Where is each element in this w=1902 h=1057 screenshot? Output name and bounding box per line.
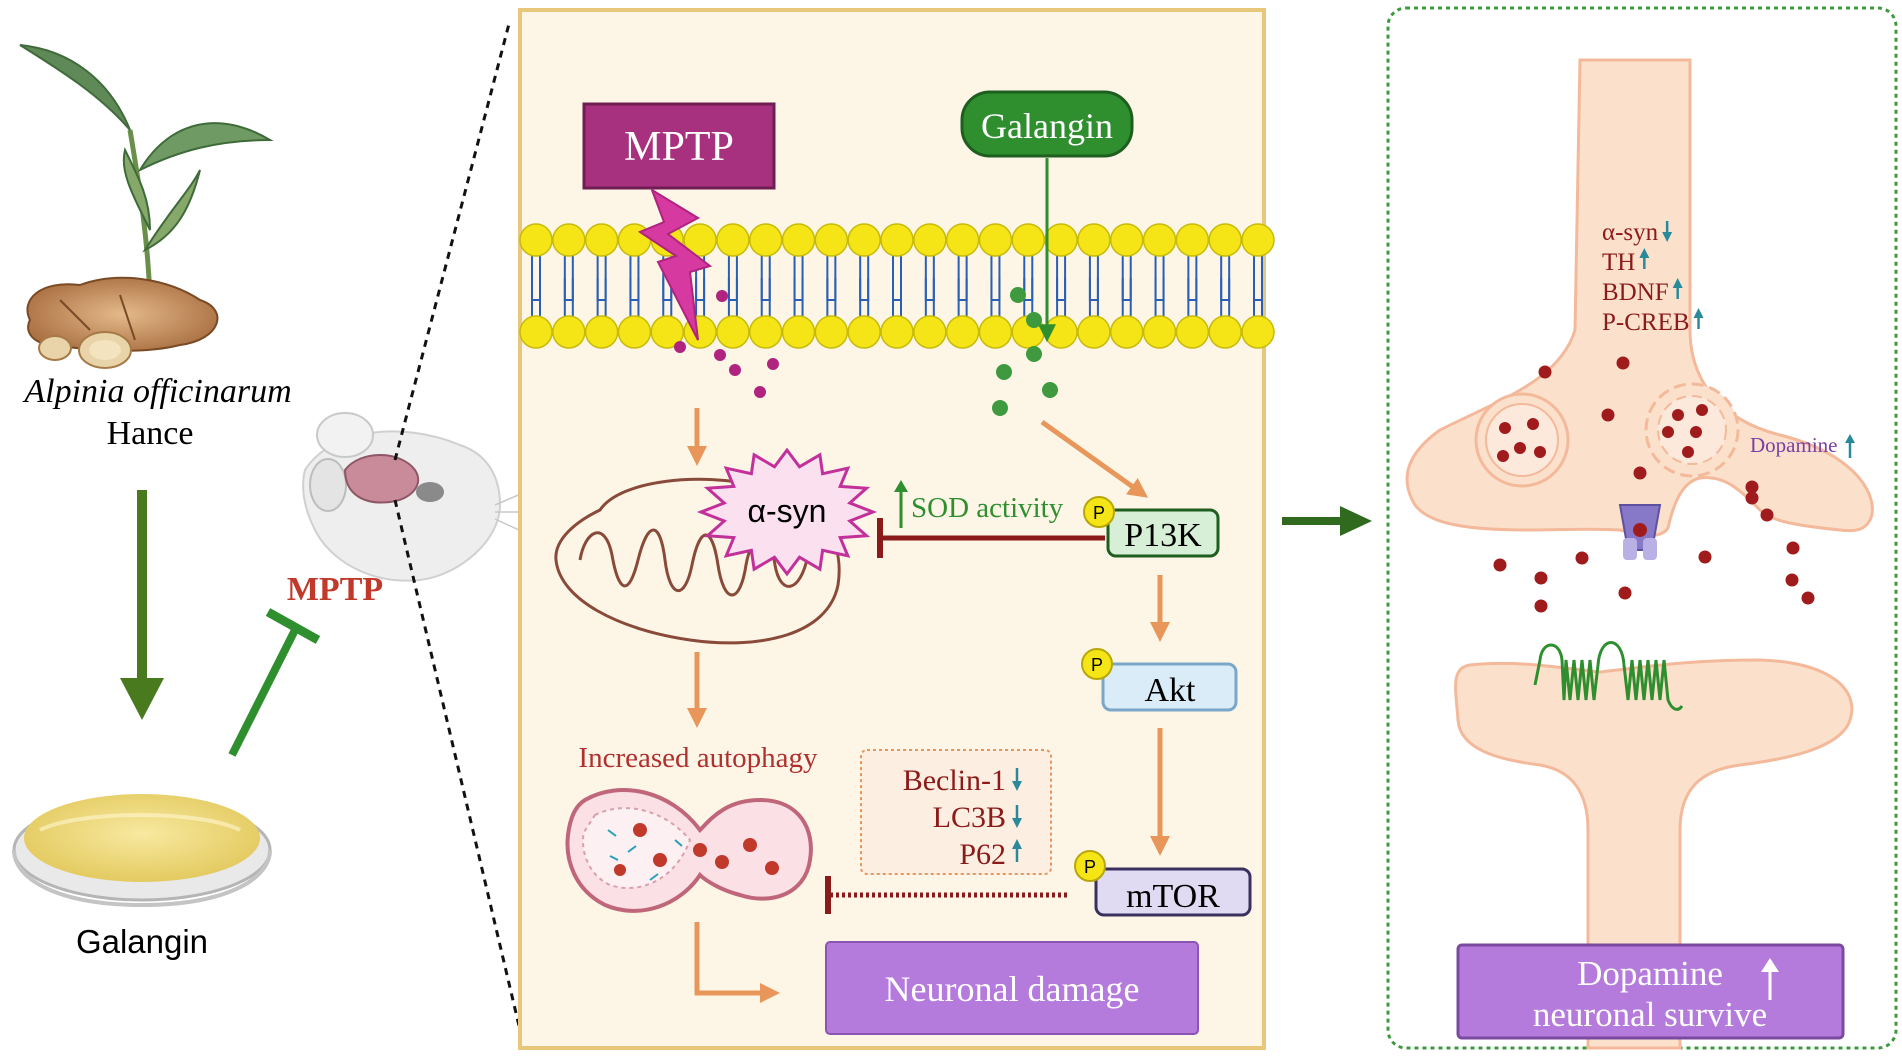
synaptic-marker-2: BDNF <box>1602 279 1669 306</box>
akt-node: Akt P <box>1081 648 1238 712</box>
phospho-badge-mtor <box>1074 850 1106 882</box>
dopamine-molecules <box>1493 356 1815 613</box>
up-arrow-icon <box>1672 278 1683 299</box>
galangin-to-pi3k-arrow <box>1040 419 1149 498</box>
alpha-syn-star: α-syn <box>696 447 878 577</box>
sod-activity-indicator: SOD activity <box>894 480 1064 528</box>
pi3k-inhibits-asyn-symbol <box>877 518 1105 558</box>
outcome-box: Dopamine neuronal survive <box>1456 943 1845 1040</box>
phospho-badge-mtor-label: P <box>1084 857 1096 877</box>
mptp-box-label: MPTP <box>624 124 734 170</box>
mtor-node: mTOR P <box>1074 850 1252 917</box>
up-arrow-icon <box>1012 839 1022 862</box>
pi3k-node: P13K P <box>1083 496 1220 558</box>
down-arrow-icon <box>1662 221 1673 242</box>
synaptic-marker-0: α-syn <box>1602 219 1659 246</box>
synaptic-marker-1: TH <box>1602 249 1635 276</box>
mptp-molecules <box>674 290 779 398</box>
mptp-treatment-label: MPTP <box>287 571 383 608</box>
neuronal-damage-box: Neuronal damage <box>825 941 1199 1035</box>
galangin-powder-dish <box>12 794 272 908</box>
pi3k-label: P13K <box>1124 517 1202 554</box>
outcome-up-arrow-icon <box>1761 958 1779 1000</box>
left-panel: Alpinia officinarum Hance Galangin MPTP <box>12 19 532 1031</box>
up-arrow-icon <box>1639 248 1650 269</box>
down-arrow-icon <box>1012 768 1022 791</box>
dopamine-indicator: Dopamine <box>1750 433 1855 458</box>
outcome-line1: Dopamine <box>1577 954 1723 993</box>
phospho-badge-pi3k <box>1083 496 1115 528</box>
alpinia-plant-illustration <box>19 44 274 369</box>
dopamine-label: Dopamine <box>1750 433 1837 457</box>
synaptic-vesicle-fusing <box>1644 382 1740 478</box>
mtor-inhibits-autophagy-symbol <box>825 876 1070 914</box>
galangin-molecules <box>992 287 1058 416</box>
phospho-badge-akt <box>1081 648 1113 680</box>
compound-label: Galangin <box>76 923 208 960</box>
autophagy-marker-0: Beclin-1 <box>903 764 1006 797</box>
phospho-badge-pi3k-label: P <box>1093 503 1105 523</box>
plant-to-compound-arrow <box>120 490 164 720</box>
mtor-label: mTOR <box>1126 878 1220 915</box>
autophagy-to-damage-arrow <box>694 922 780 1003</box>
cell-membrane <box>519 223 1275 349</box>
autophagy-marker-2: P62 <box>959 838 1006 871</box>
neuronal-damage-label: Neuronal damage <box>885 969 1140 1009</box>
plant-name-authority: Hance <box>107 415 194 452</box>
zoom-line-bottom <box>393 499 522 1031</box>
mptp-box: MPTP <box>582 102 776 190</box>
akt-label: Akt <box>1145 672 1197 709</box>
sod-activity-label: SOD activity <box>911 492 1064 524</box>
dopamine-receptor <box>1533 641 1684 711</box>
pathway-to-outcome-arrow <box>1282 506 1372 536</box>
phospho-badge-akt-label: P <box>1091 655 1103 675</box>
synaptic-marker-3: P-CREB <box>1602 309 1690 336</box>
alpha-syn-label: α-syn <box>748 493 827 529</box>
lightning-bolt-icon <box>637 187 713 341</box>
autophagosome <box>565 788 813 913</box>
plant-name-italic: Alpinia officinarum <box>22 373 291 410</box>
synaptic-vesicle <box>1474 392 1570 488</box>
down-arrow-icon <box>1012 805 1022 828</box>
autophagy-label: Increased autophagy <box>578 742 818 774</box>
zoom-line-top <box>393 19 512 461</box>
middle-panel: MPTP Galangin <box>518 8 1275 1050</box>
galangin-inhibits-mptp-symbol <box>228 608 321 757</box>
galangin-box-label: Galangin <box>981 106 1113 146</box>
autophagy-marker-1: LC3B <box>933 801 1006 834</box>
up-arrow-icon <box>1693 308 1704 329</box>
mouse-illustration <box>302 412 532 582</box>
dopamine-transporter <box>1618 504 1662 560</box>
galangin-box: Galangin <box>960 90 1134 158</box>
outcome-line2: neuronal survive <box>1533 995 1767 1034</box>
